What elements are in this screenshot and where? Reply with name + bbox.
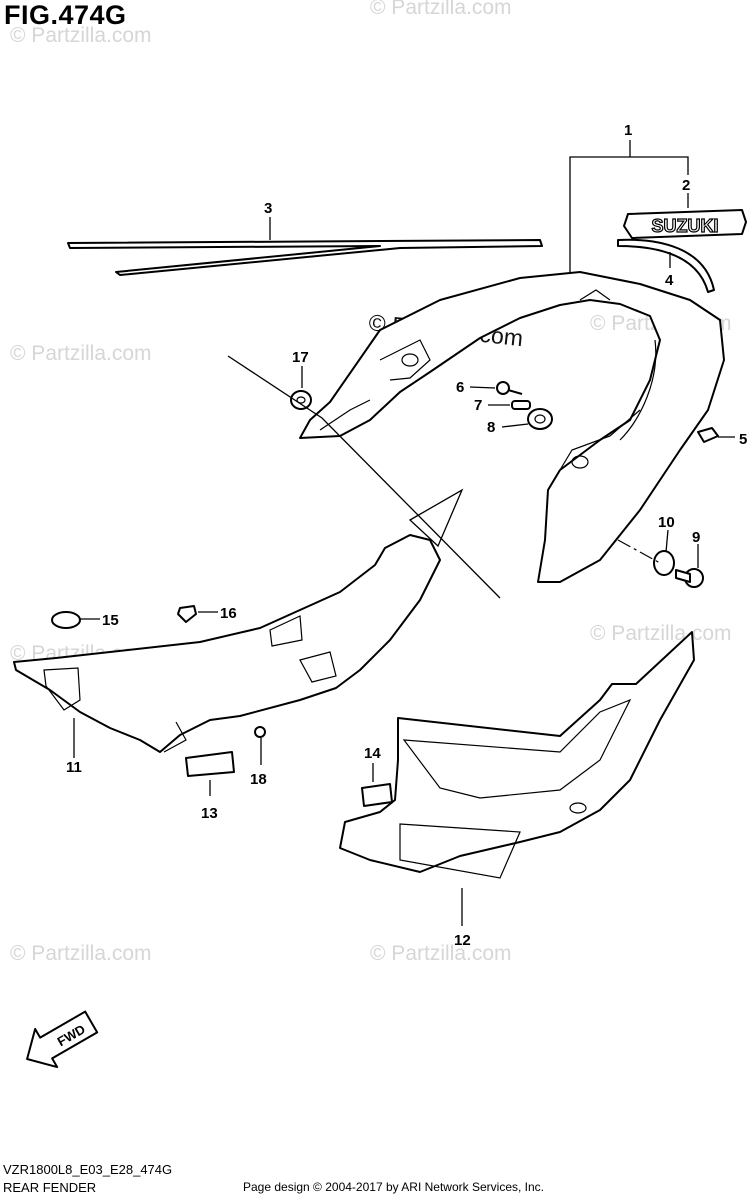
figure-code: VZR1800L8_E03_E28_474G [3,1162,173,1177]
screw-part-6 [496,381,523,395]
pad-part-14 [361,783,393,807]
page-credit: Page design © 2004-2017 by ARI Network S… [243,1180,545,1194]
emblem-part-2: SUZUKI [623,209,747,239]
callout: 1 [624,122,632,139]
callout: 2 [682,177,690,194]
watermark: © Partzilla.com [590,622,732,645]
callout: 5 [739,431,747,448]
callout: 16 [220,605,237,622]
callout-labels: 1 2 3 4 5 6 7 8 9 10 11 12 13 14 15 16 1… [66,122,747,949]
pad-part-13 [185,751,235,777]
callout: 12 [454,932,471,949]
callout: 6 [456,379,464,396]
callout: 15 [102,612,119,629]
fwd-arrow-icon: FWD [26,1010,99,1069]
callout: 3 [264,200,272,217]
nut-part-5 [697,427,719,443]
callout: 11 [66,759,82,776]
bolt-part-9 [675,568,704,588]
collar-part-7 [511,400,531,410]
callout: 17 [292,349,309,366]
emblem-text: SUZUKI [652,216,719,236]
rivet-part-16 [177,605,197,623]
callout: 10 [658,514,675,531]
screw-part-18 [254,726,266,738]
watermark: © Partzilla.com [370,0,512,19]
cushion-part-10 [653,550,675,576]
figure-name: REAR FENDER [3,1180,97,1195]
callout: 14 [364,745,381,762]
watermark: © Partzilla.com [370,942,512,965]
cap-part-15 [51,611,81,629]
rear-cowl-part-1 [299,271,725,583]
callout: 7 [474,397,482,414]
fender-part-11 [13,534,441,753]
callout: 9 [692,529,700,546]
side-cover-part-12 [339,631,695,879]
callout: 18 [250,771,267,788]
callout: 8 [487,419,495,436]
grommet-part-17 [290,390,312,410]
callout: 13 [201,805,218,822]
watermark: © Partzilla.com [10,24,152,47]
figure-title: FIG.474G [4,0,127,30]
watermark: © Partzilla.com [10,342,152,365]
trim-part-4 [617,238,715,293]
stripe-part-3 [67,239,543,276]
watermark: © Partzilla.com [10,942,152,965]
callout: 4 [665,272,674,289]
cushion-part-8 [527,408,553,430]
